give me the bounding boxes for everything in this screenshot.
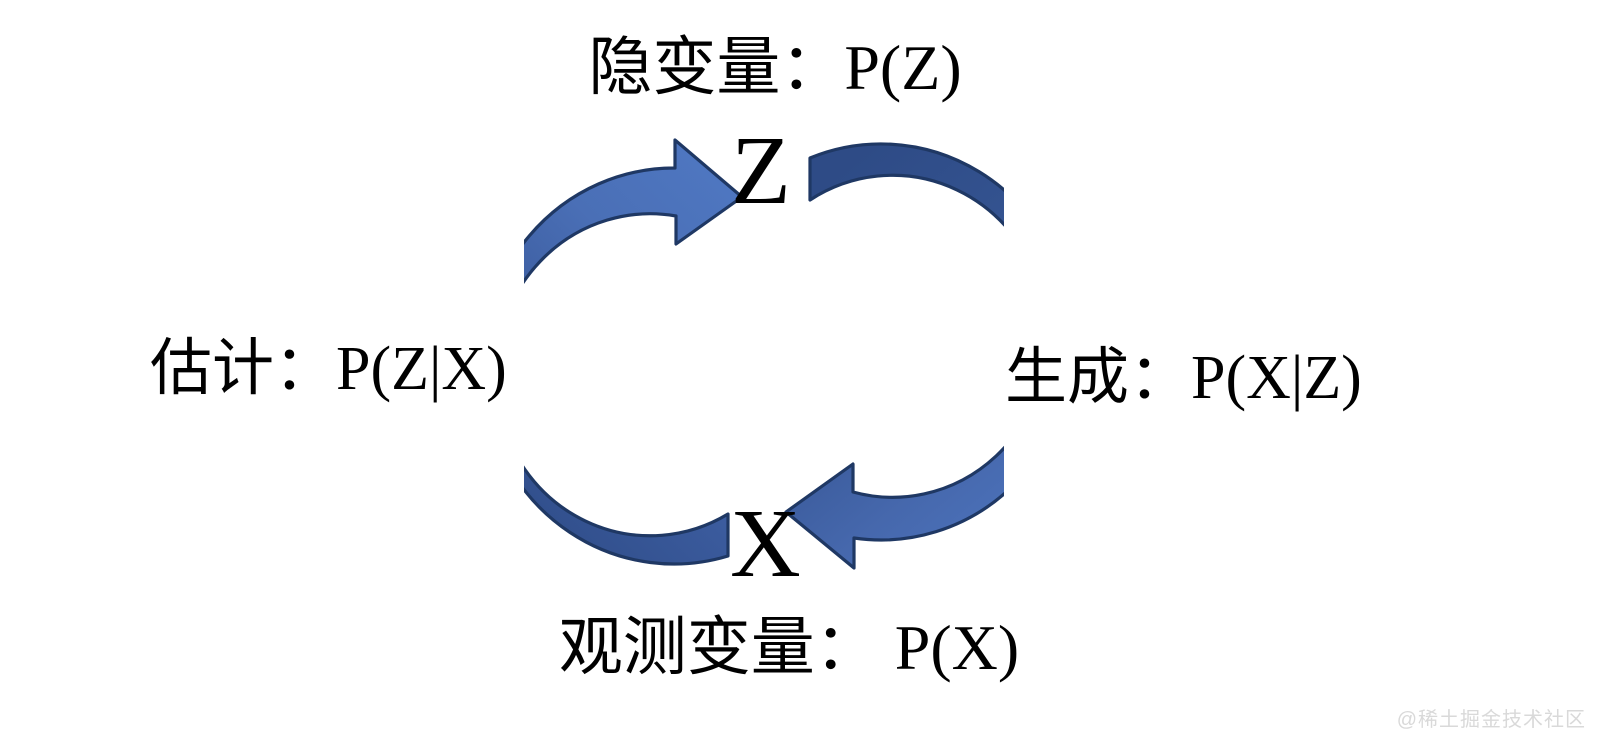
arrow-estimate-x-to-z <box>524 138 744 566</box>
arrow-generate-z-to-x <box>784 142 1004 570</box>
latent-variable-caption: 隐变量：P(Z) <box>588 32 962 103</box>
node-label-x: X <box>730 490 801 598</box>
observed-variable-caption: 观测变量： P(X) <box>558 612 1020 683</box>
cycle-arrows-graphic <box>524 138 1004 570</box>
generate-label: 生成：P(X|Z) <box>1005 344 1362 412</box>
node-label-z: Z <box>731 117 791 225</box>
watermark-text: @稀土掘金技术社区 <box>1396 709 1586 731</box>
estimate-label: 估计：P(Z|X) <box>150 335 507 403</box>
